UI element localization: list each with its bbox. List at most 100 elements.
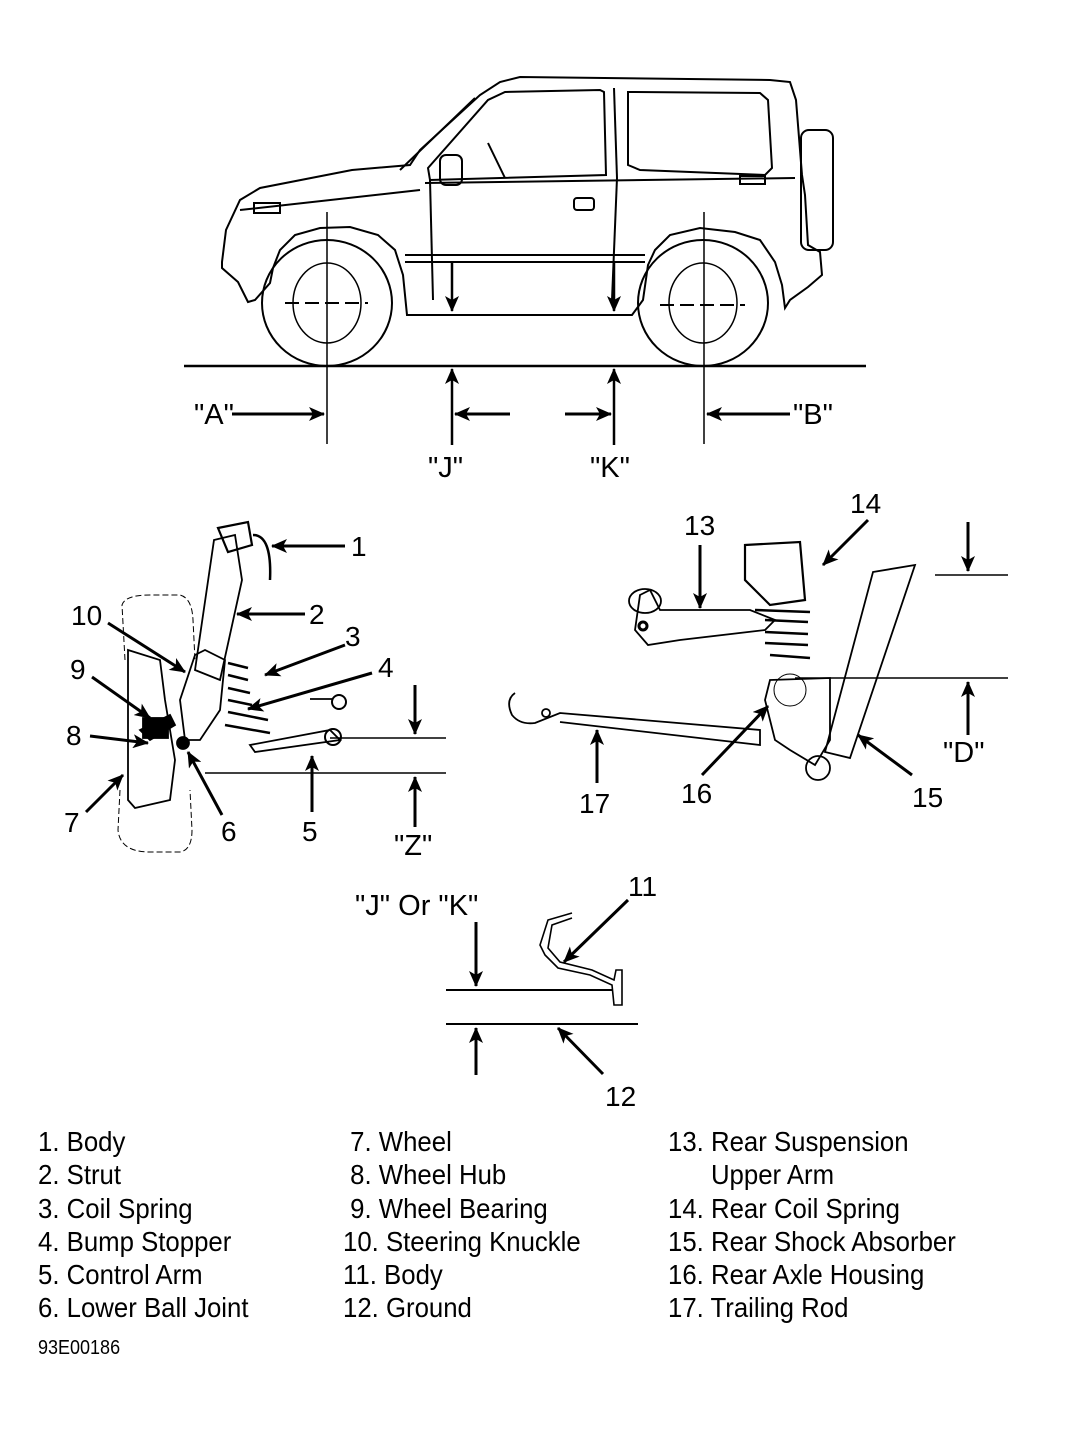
front-window: [426, 88, 608, 182]
callout-arrow-12: [556, 1026, 605, 1076]
legend-item: 5. Control Arm: [38, 1259, 203, 1291]
callout-7: 7: [64, 807, 80, 838]
upper-arm-bushing: [628, 588, 662, 614]
wiper: [487, 142, 506, 179]
sill-ground-detail: [446, 898, 638, 1076]
strut-body: [194, 533, 243, 682]
rear-tire: [637, 239, 769, 367]
front-tire-outline-top: [121, 594, 196, 661]
control-arm-bushing: [324, 728, 342, 746]
strut-upper: [216, 520, 254, 554]
rear-rim: [668, 262, 738, 344]
measurement-label-z: "Z": [394, 830, 432, 862]
upper-arm-bolt: [637, 620, 649, 632]
callout-6: 6: [221, 816, 237, 847]
callout-arrow-8: [89, 734, 149, 749]
legend-item: 9. Wheel Bearing: [343, 1192, 548, 1224]
callout-arrow-9: [91, 675, 151, 720]
callout-2: 2: [309, 599, 325, 630]
vehicle-side-view: [184, 75, 866, 445]
callout-5: 5: [302, 816, 318, 847]
side-mirror: [439, 154, 463, 186]
hood-line: [239, 189, 421, 211]
measurement-label-k: "K": [590, 452, 630, 484]
control-arm-upper-mount: [331, 694, 347, 710]
rear-vent: [739, 175, 766, 185]
door-handle: [573, 197, 595, 211]
legend-item: 15. Rear Shock Absorber: [668, 1225, 956, 1257]
rear-suspension-view: [508, 540, 1008, 781]
vehicle-body-outline: [221, 75, 824, 316]
legend-item: 1. Body: [38, 1126, 126, 1157]
front-suspension-view: [117, 520, 446, 853]
measurement-label-d: "D": [943, 737, 985, 769]
body-panel-section: [539, 912, 623, 1006]
headlight: [253, 202, 281, 214]
callout-17: 17: [579, 788, 610, 819]
rear-shock-absorber: [823, 563, 917, 760]
rear-axle-housing: [764, 677, 831, 767]
callout-arrow-4: [247, 671, 373, 712]
rear-spring-bracket: [743, 540, 807, 607]
callout-9: 9: [70, 654, 86, 685]
legend-column-1: 1. Body 2. Strut 3. Coil Spring 4. Bump …: [38, 1125, 248, 1325]
legend-item: 10. Steering Knuckle: [343, 1225, 581, 1257]
legend-item: 12. Ground: [343, 1292, 472, 1324]
legend-item: 16. Rear Axle Housing: [668, 1259, 925, 1291]
callout-8: 8: [66, 720, 82, 751]
upper-arm: [634, 588, 777, 646]
lower-ball-joint: [176, 736, 190, 750]
callout-14: 14: [850, 488, 881, 519]
measurement-label-a: "A": [194, 399, 234, 431]
door-front-edge: [429, 179, 434, 301]
beltline: [424, 177, 796, 184]
legend-item: Upper Arm: [668, 1159, 835, 1191]
spare-tire: [800, 129, 834, 251]
sill-view-title: "J" Or "K": [355, 890, 478, 922]
steering-knuckle: [179, 648, 226, 741]
trailing-rod-bolt: [541, 708, 551, 718]
callout-arrow-6: [186, 751, 224, 816]
trailing-rod: [508, 692, 761, 747]
legend-item: 4. Bump Stopper: [38, 1225, 232, 1257]
callout-16: 16: [681, 778, 712, 809]
callout-3: 3: [345, 621, 361, 652]
rear-coil-spring: [754, 608, 811, 660]
callout-15: 15: [912, 782, 943, 813]
front-callout-arrows: [84, 539, 422, 827]
callout-arrow-7: [84, 773, 125, 814]
callout-4: 4: [378, 652, 394, 683]
legend-column-3: 13. Rear Suspension Upper Arm 14. Rear C…: [668, 1125, 956, 1325]
legend-item: 6. Lower Ball Joint: [38, 1292, 249, 1324]
callout-arrow-11: [562, 898, 630, 964]
legend-column-2: 7. Wheel 8. Wheel Hub 9. Wheel Bearing 1…: [343, 1125, 581, 1325]
body-bracket: [252, 533, 272, 581]
callout-1: 1: [351, 531, 367, 562]
rear-window: [627, 90, 774, 177]
callout-arrow-16: [700, 704, 770, 777]
legend-item: 8. Wheel Hub: [343, 1159, 507, 1191]
legend-item: 14. Rear Coil Spring: [668, 1192, 900, 1224]
legend-item: 17. Trailing Rod: [668, 1292, 849, 1324]
callout-arrow-10: [107, 621, 186, 674]
figure-id: 93E00186: [38, 1337, 121, 1359]
legend-item: 7. Wheel: [343, 1126, 452, 1157]
measurement-label-b: "B": [793, 399, 833, 431]
legend-item: 3. Coil Spring: [38, 1192, 193, 1224]
front-tire-outline-bottom: [117, 789, 193, 853]
measurement-label-j: "J": [428, 452, 463, 484]
callout-arrow-14: [821, 518, 870, 567]
axle-lower-mount: [805, 755, 831, 781]
callout-12: 12: [605, 1081, 636, 1112]
axle-housing-circle: [773, 673, 807, 707]
legend-item: 13. Rear Suspension: [668, 1126, 909, 1157]
callout-10: 10: [71, 600, 102, 631]
wheel-rim: [127, 648, 176, 809]
callout-13: 13: [684, 510, 715, 541]
callout-11: 11: [628, 871, 657, 902]
coil-spring-front: [224, 661, 271, 735]
callout-arrow-15: [857, 733, 913, 777]
rear-callout-arrows: [590, 518, 975, 783]
legend-item: 2. Strut: [38, 1159, 122, 1191]
